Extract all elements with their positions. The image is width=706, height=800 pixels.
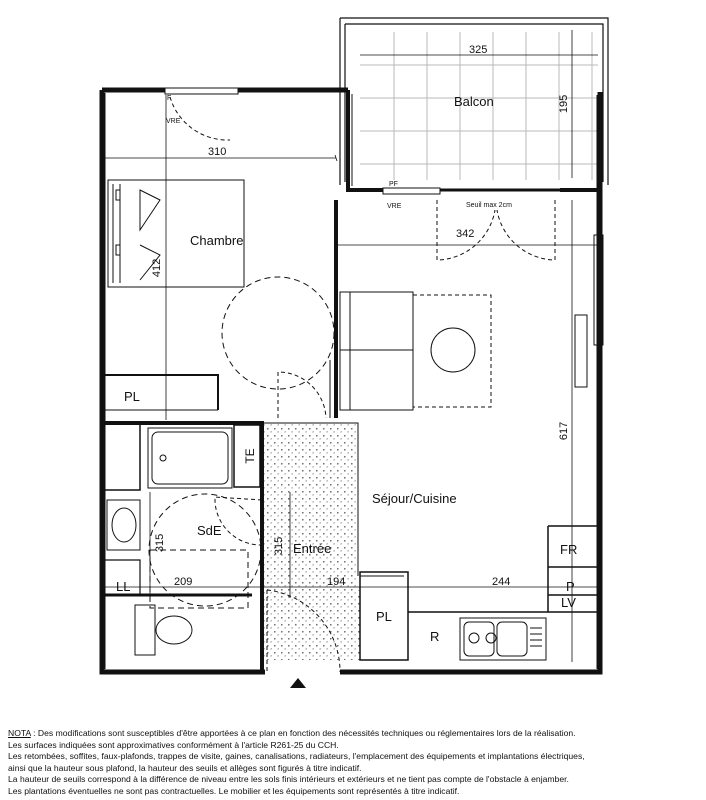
dim-sejour-depth: 617: [558, 422, 570, 440]
note-line-3: Les retombées, soffites, faux-plafonds, …: [8, 751, 585, 762]
exterior-walls: [99, 17, 609, 675]
room-label-sde: SdE: [197, 523, 222, 538]
dim-entree-depth: 315: [273, 537, 285, 555]
door-balcon-sejour: [436, 200, 556, 261]
note-line-1-text: : Des modifications sont susceptibles d'…: [30, 728, 576, 738]
interior-walls: [102, 200, 597, 672]
door-balcon-chambre: [169, 96, 231, 141]
label-pf: PF: [389, 181, 398, 188]
label-vre-sejour: VRE: [387, 203, 402, 210]
door-entree: [266, 589, 341, 673]
dim-chambre-width: 310: [208, 146, 226, 158]
windows: [164, 87, 604, 346]
dim-chambre-depth: 412: [151, 259, 163, 277]
note-line-6: Les plantations éventuelles ne sont pas …: [8, 785, 460, 796]
radiator: [574, 314, 588, 388]
label-r: R: [430, 629, 439, 644]
dim-sejour-window: 342: [456, 228, 474, 240]
note-line-5: La hauteur de seuils correspond à la dif…: [8, 774, 569, 785]
sofa: [339, 291, 414, 411]
toilet: [134, 604, 193, 656]
bed: [107, 179, 245, 288]
room-label-chambre: Chambre: [190, 233, 243, 248]
entrance-floor-lower: [264, 590, 360, 660]
label-fr: FR: [560, 542, 577, 557]
dim-balcon-depth: 195: [558, 95, 570, 113]
turning-circle-chambre: [221, 276, 335, 390]
label-pl-chambre: PL: [124, 389, 140, 404]
dim-sde-width: 209: [174, 576, 192, 588]
dim-sde-depth: 315: [154, 534, 166, 552]
disclaimer-notes: NOTA : Des modifications sont susceptibl…: [8, 728, 702, 798]
washbasin: [106, 499, 141, 551]
entrance-arrow-icon: [290, 678, 306, 688]
balcony-tiles: [360, 32, 598, 180]
shower: [147, 427, 233, 489]
label-p: P: [566, 579, 575, 594]
kitchen-sink: [459, 617, 547, 661]
shower-tray: [149, 549, 249, 609]
room-label-sejour: Séjour/Cuisine: [372, 491, 457, 506]
note-line-4: ainsi que la hauteur sous plafond, la ha…: [8, 762, 362, 773]
nota-label: NOTA: [8, 728, 31, 738]
dimension-lines: [100, 30, 598, 662]
label-vre-chambre: VRE: [166, 118, 181, 125]
door-sde: [214, 496, 263, 546]
label-pl-entree: PL: [376, 609, 392, 624]
dining-area: [412, 294, 492, 408]
dim-kitchen-width: 244: [492, 576, 510, 588]
room-label-entree: Entrée: [293, 541, 331, 556]
dining-table: [430, 327, 476, 373]
label-f: F: [167, 95, 171, 102]
room-label-balcon: Balcon: [454, 94, 494, 109]
dim-balcon-width: 325: [469, 44, 487, 56]
note-line-2: Les surfaces indiquées sont approximativ…: [8, 739, 339, 750]
label-lv: LV: [561, 595, 576, 610]
label-te: TE: [243, 448, 257, 463]
water-heater-te: [233, 424, 261, 488]
door-chambre: [277, 371, 327, 419]
floor-plan: Chambre Balcon Séjour/Cuisine SdE Entrée…: [99, 17, 609, 688]
label-seuil: Seuil max 2cm: [466, 202, 512, 209]
dim-entree-width: 194: [327, 576, 345, 588]
note-line-1: NOTA : Des modifications sont susceptibl…: [8, 728, 702, 740]
label-ll: LL: [116, 579, 130, 594]
turning-circle-sde: [148, 493, 262, 607]
